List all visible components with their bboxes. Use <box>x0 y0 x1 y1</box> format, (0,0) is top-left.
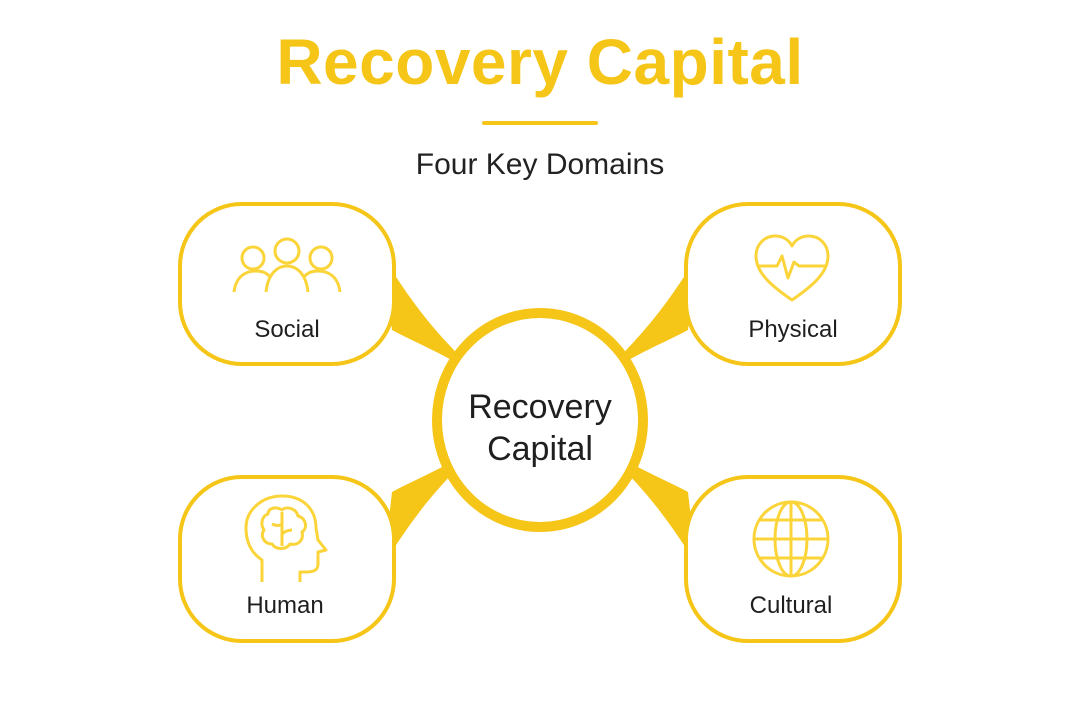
people-group-icon <box>232 237 342 293</box>
heart-pulse-icon <box>754 234 830 302</box>
head-brain-icon <box>244 494 328 582</box>
domain-label-social: Social <box>254 316 319 343</box>
connector-human <box>384 450 472 564</box>
domain-label-physical: Physical <box>748 316 837 343</box>
center-node <box>432 308 648 532</box>
connector-group <box>384 258 696 564</box>
connector-physical <box>608 258 696 372</box>
domain-node-human <box>178 475 396 643</box>
page-title: Recovery Capital <box>276 26 804 98</box>
center-label-line2: Capital <box>487 430 593 468</box>
connector-social <box>384 258 472 372</box>
globe-icon <box>752 500 830 578</box>
connector-cultural <box>608 450 696 564</box>
domain-label-cultural: Cultural <box>750 592 833 619</box>
domain-node-physical <box>684 202 902 366</box>
center-label-line1: Recovery <box>468 388 612 426</box>
domain-label-human: Human <box>246 592 323 619</box>
page-subtitle: Four Key Domains <box>415 148 665 181</box>
domain-node-social <box>178 202 396 366</box>
title-divider <box>482 121 598 125</box>
